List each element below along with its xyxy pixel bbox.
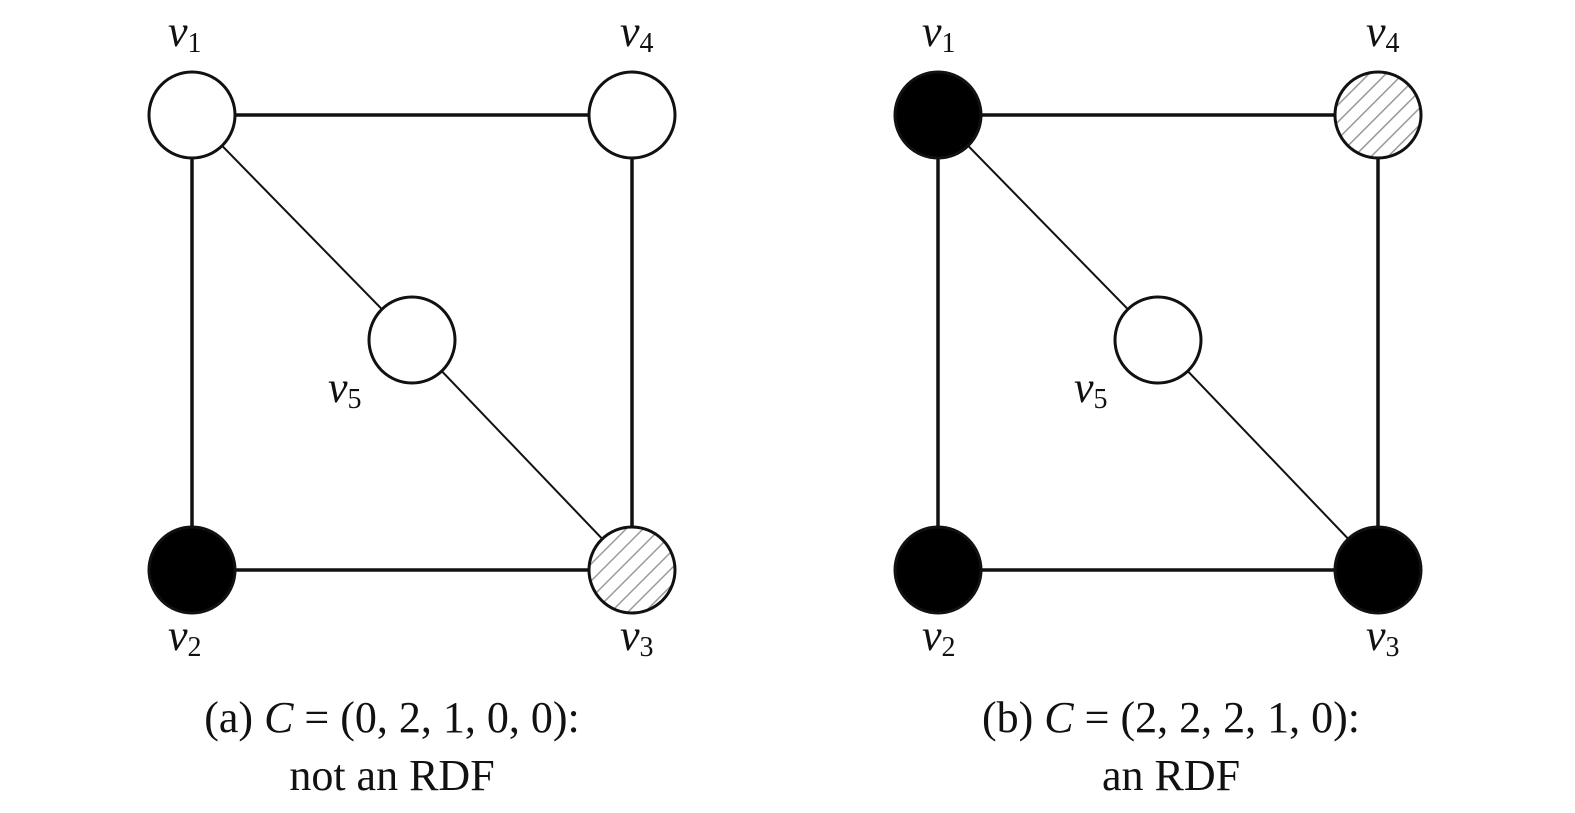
vertex-v1-empty [147, 70, 237, 160]
edge-v1-v5 [937, 114, 1159, 341]
edge-v5-v3 [1157, 339, 1379, 571]
vertex-label-v2: v2 [922, 611, 956, 663]
vertex-v4-hatched [1333, 70, 1423, 160]
edge-v5-v3 [411, 339, 633, 571]
vertex-label-v4: v4 [620, 7, 654, 59]
caption-line2: not an RDF [289, 751, 494, 800]
vertex-label-v3: v3 [620, 611, 654, 663]
panel-b: v1 v2 v3 v4 v5 (b) C = (2, 2, 2, 1, 0): an RDF [893, 7, 1423, 800]
panel-a: v1 v2 v3 v4 v5 (a) C = (0, 2, 1, 0, 0): not an… [147, 7, 677, 800]
vertex-label-v5: v5 [328, 363, 362, 415]
vertex-label-v4: v4 [1366, 7, 1400, 59]
vertex-v2-filled [893, 525, 983, 615]
vertex-v4-empty [587, 70, 677, 160]
vertex-label-v2: v2 [168, 611, 202, 663]
caption-line2: an RDF [1102, 751, 1240, 800]
caption-line1: (a) C = (0, 2, 1, 0, 0): [204, 693, 580, 742]
vertex-label-v5: v5 [1074, 363, 1108, 415]
vertex-v1-filled [893, 70, 983, 160]
vertex-v3-filled [1333, 525, 1423, 615]
vertex-v5-empty [1113, 295, 1203, 385]
caption-line1: (b) C = (2, 2, 2, 1, 0): [982, 693, 1360, 742]
vertex-label-v3: v3 [1366, 611, 1400, 663]
vertex-v3-hatched [587, 525, 677, 615]
vertex-label-v1: v1 [922, 7, 956, 59]
vertex-v2-filled [147, 525, 237, 615]
vertex-label-v1: v1 [168, 7, 202, 59]
edge-v1-v5 [191, 114, 413, 341]
vertex-v5-empty [367, 295, 457, 385]
